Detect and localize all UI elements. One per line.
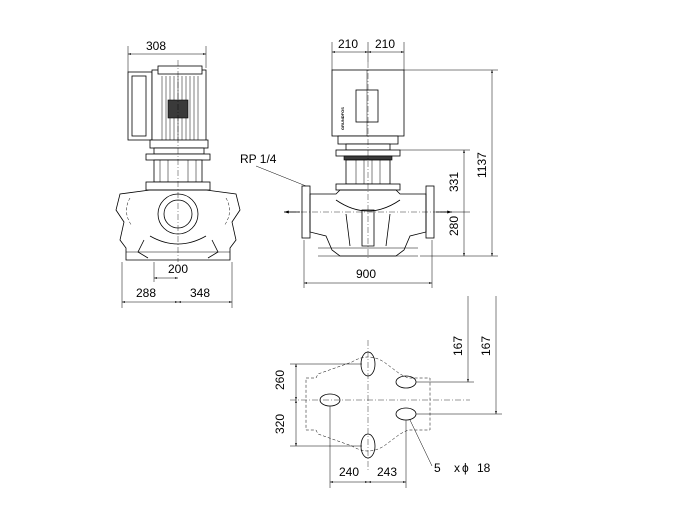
dim-base-left-x: 240 — [339, 465, 359, 479]
dim-front-center-offset: 200 — [168, 262, 188, 276]
dim-front-left-base: 288 — [136, 286, 156, 300]
label-port-thread: RP 1/4 — [240, 152, 277, 166]
dim-base-right-x: 243 — [377, 465, 397, 479]
label-holes-diameter: 18 — [477, 461, 491, 475]
side-pump-housing — [284, 185, 452, 257]
dim-base-right-y-outer: 167 — [479, 336, 493, 356]
front-dimension-lines — [121, 46, 233, 308]
base-view — [290, 340, 470, 470]
dim-base-upper-y: 260 — [273, 370, 287, 390]
dim-front-right-base: 348 — [190, 286, 210, 300]
dim-base-right-y-inner: 167 — [451, 336, 465, 356]
diameter-symbol: ϕ — [462, 461, 469, 475]
front-pump-housing — [115, 189, 241, 261]
side-dimension-lines — [255, 42, 498, 288]
motor-logo: GRUNDFOS — [340, 107, 345, 130]
front-coupling — [145, 60, 211, 262]
dim-side-port-to-port: 900 — [356, 267, 376, 281]
side-coupling — [335, 62, 401, 258]
front-view — [115, 60, 241, 262]
side-view: GRUNDFOS — [284, 62, 452, 258]
front-motor — [127, 65, 209, 155]
dim-side-motor-left: 210 — [338, 37, 358, 51]
base-dimension-lines — [290, 296, 502, 488]
label-holes-x: x — [454, 461, 460, 475]
dim-side-axis-height: 280 — [447, 216, 461, 236]
label-holes-count: 5 — [434, 461, 441, 475]
dim-front-motor-width: 308 — [146, 39, 166, 53]
dim-side-flange-height: 331 — [447, 172, 461, 192]
dim-side-motor-right: 210 — [375, 37, 395, 51]
dim-side-total-height: 1137 — [475, 152, 489, 178]
dim-base-lower-y: 320 — [273, 414, 287, 434]
